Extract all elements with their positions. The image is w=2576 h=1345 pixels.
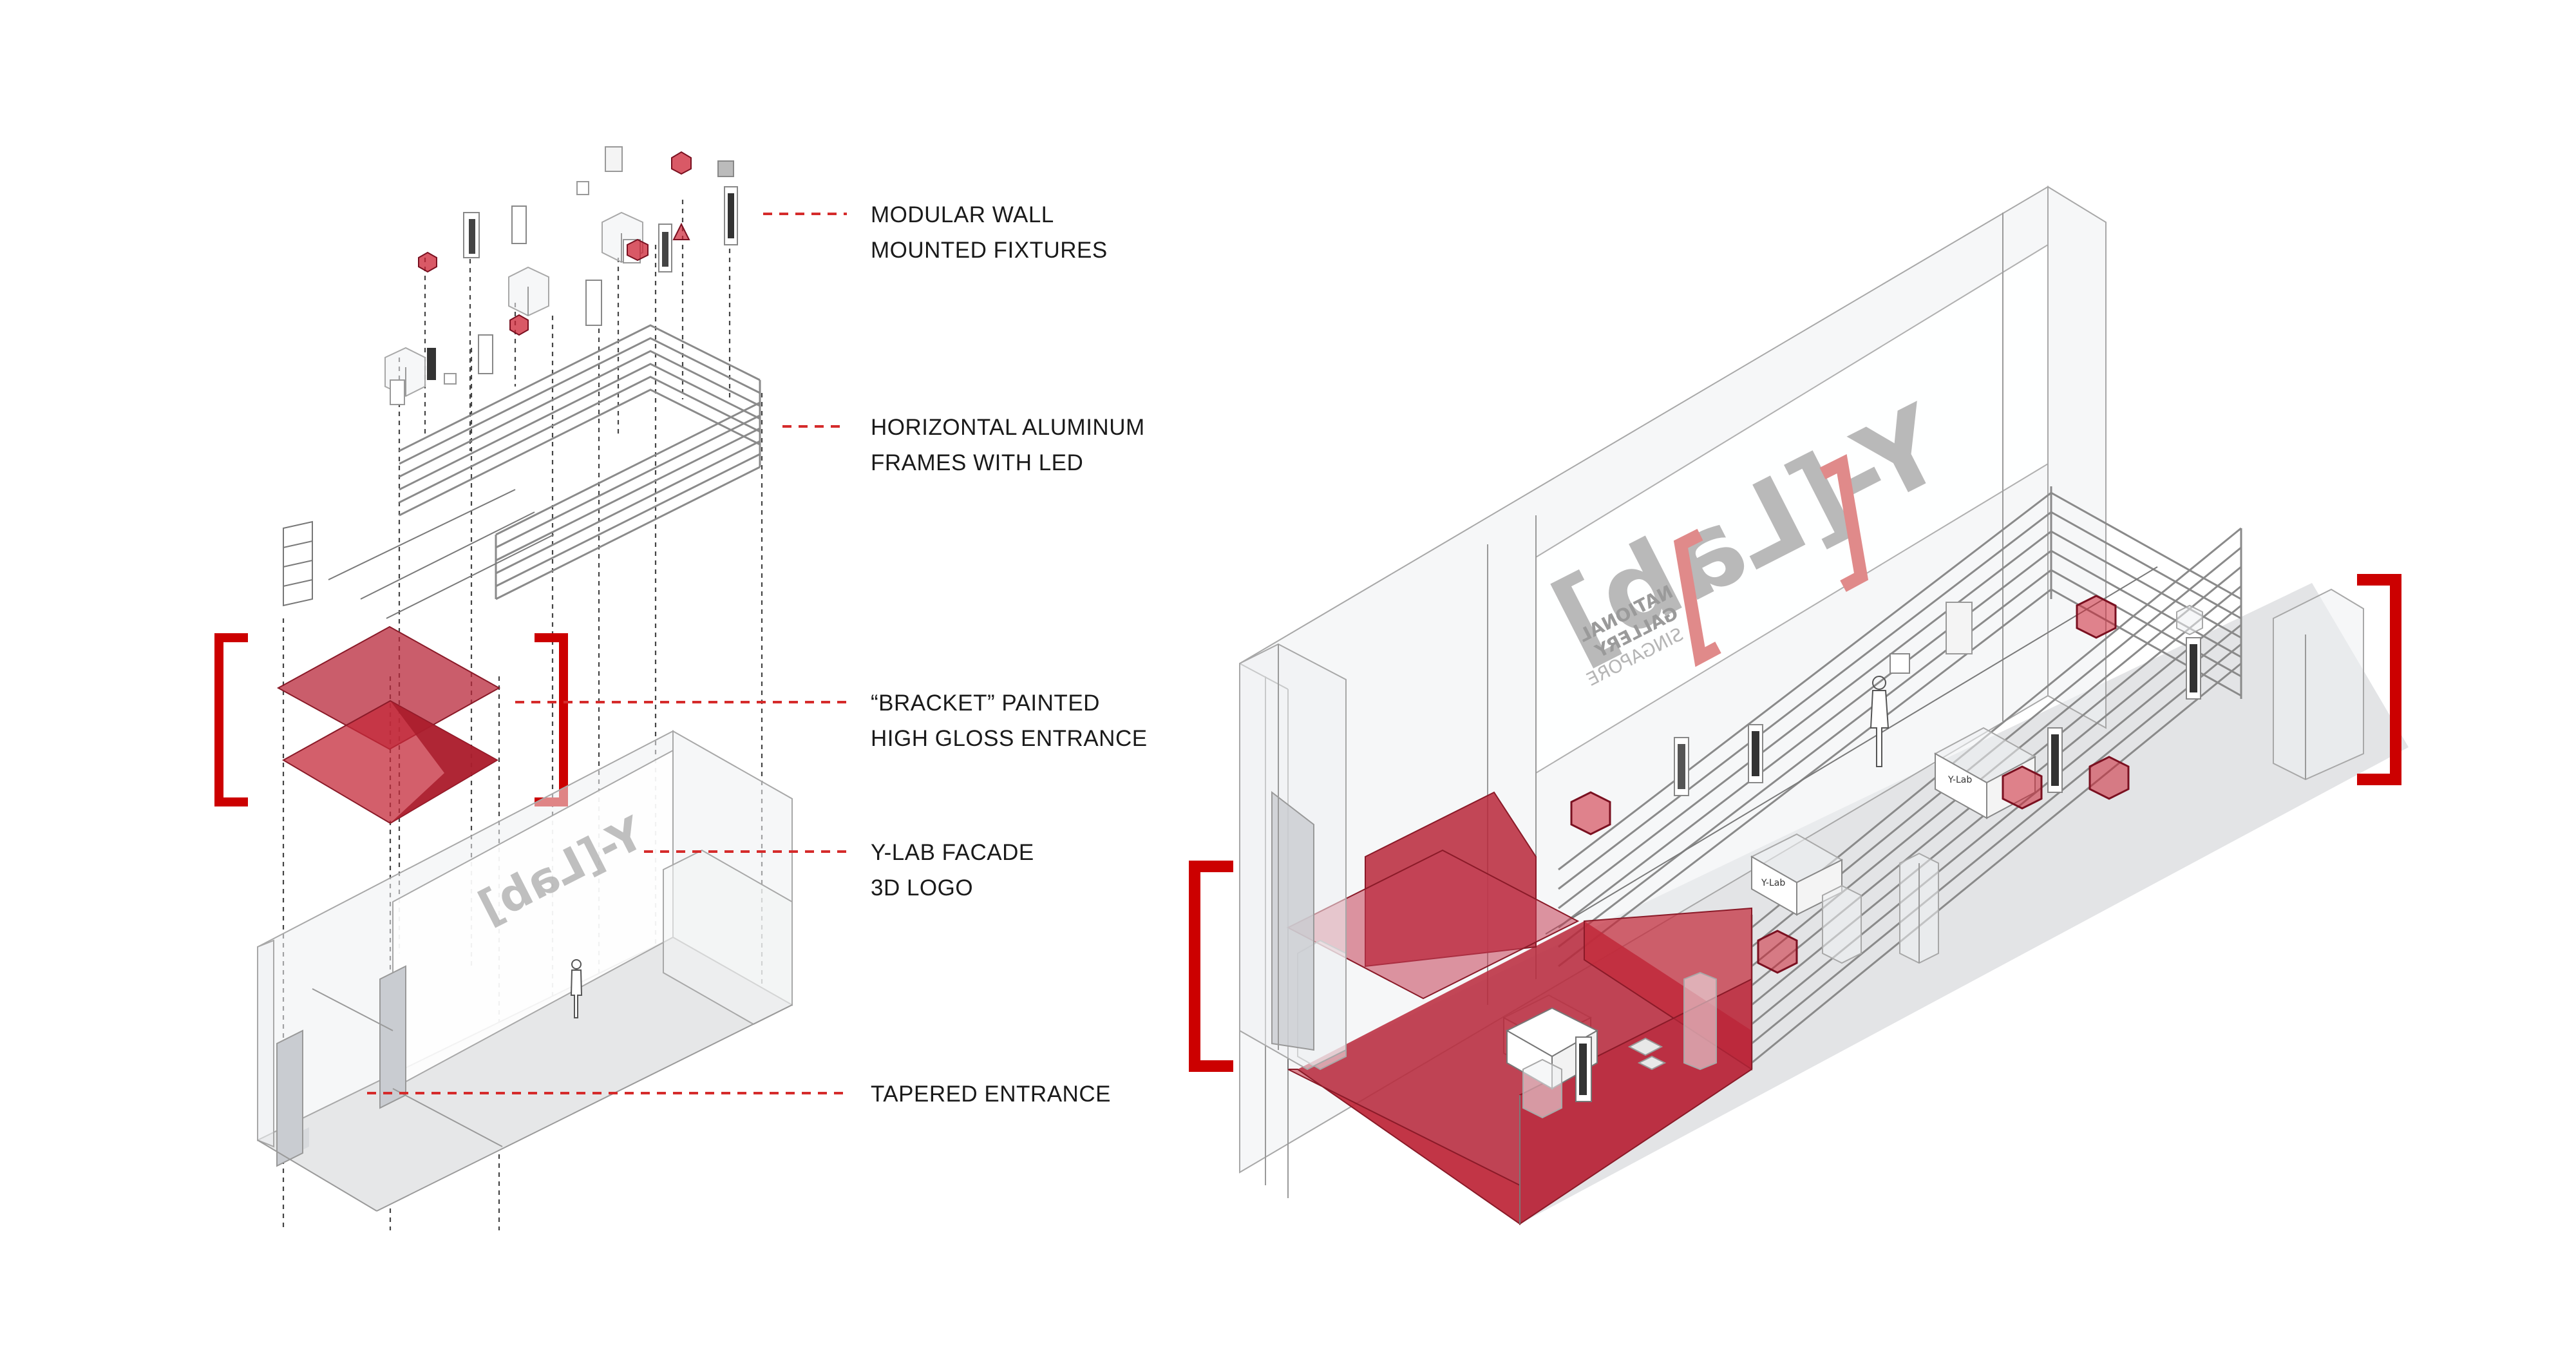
red-cube-5: [1570, 791, 1611, 835]
fixture-cube-large: [384, 347, 426, 405]
showcase-1-label: Y-Lab: [1947, 775, 1972, 785]
red-entrance-pedestal: [1505, 971, 1717, 1119]
wall-shelves: [1674, 602, 2203, 796]
fixture-red-cube-3: [509, 314, 529, 336]
aluminum-frames: [283, 324, 761, 619]
red-cube-1: [2076, 595, 2117, 639]
callout-facade-line2: 3D LOGO: [871, 875, 973, 901]
human-figure-large: [1870, 676, 1889, 767]
exploded-axonometric: Y-[Lab]: [214, 146, 793, 1230]
left-glass-box: [1239, 643, 1347, 1071]
red-entrance-volume: [1286, 791, 1752, 1225]
callouts: MODULAR WALL MOUNTED FIXTURES HORIZONTAL…: [367, 202, 1148, 1107]
callout-facade: Y-LAB FACADE 3D LOGO: [644, 840, 1034, 901]
showcase-2-label: Y-Lab: [1761, 878, 1785, 888]
human-figure-small: [570, 959, 583, 1018]
facade-box: Y-[Lab]: [257, 730, 793, 1212]
callout-frames-line2: FRAMES WITH LED: [871, 450, 1083, 475]
entrance-brackets-assembled: [1189, 574, 2401, 1072]
red-cube-2: [2088, 756, 2130, 800]
fixture-red-pyramid: [672, 222, 690, 240]
fixture-red-cube-4: [627, 238, 649, 262]
callout-entrance: TAPERED ENTRANCE: [367, 1082, 1111, 1107]
callout-frames: HORIZONTAL ALUMINUM FRAMES WITH LED: [782, 415, 1145, 475]
fixture-tall-shelves: [427, 146, 738, 385]
callout-fixtures-line1: MODULAR WALL: [871, 202, 1054, 227]
pedestal-glass: [1822, 884, 1862, 964]
callout-frames-line1: HORIZONTAL ALUMINUM: [871, 415, 1145, 440]
modular-fixtures: [384, 146, 738, 405]
right-side-block: [2273, 588, 2364, 781]
bracket-entrance-planes: [276, 625, 501, 825]
tall-vitrine: [1899, 852, 1939, 964]
fixture-red-cube-2: [671, 151, 692, 175]
callout-fixtures-line2: MOUNTED FIXTURES: [871, 238, 1108, 263]
fixture-red-cube-1: [418, 251, 437, 273]
callout-entrance-line1: TAPERED ENTRANCE: [871, 1082, 1111, 1107]
callout-bracket: “BRACKET” PAINTED HIGH GLOSS ENTRANCE: [515, 691, 1148, 751]
callout-fixtures: MODULAR WALL MOUNTED FIXTURES: [763, 202, 1108, 263]
assembled-axonometric: Y-[Lab] NATIONAL GALLERY SINGAPORE: [1189, 186, 2409, 1225]
callout-bracket-line1: “BRACKET” PAINTED: [871, 691, 1100, 716]
fixture-cube-mid: [508, 266, 549, 317]
red-cube-4: [1757, 930, 1798, 974]
frame-side-grid: [283, 520, 313, 607]
red-cube-3: [2002, 765, 2043, 810]
callout-bracket-line2: HIGH GLOSS ENTRANCE: [871, 726, 1148, 751]
callout-facade-line1: Y-LAB FACADE: [871, 840, 1034, 865]
